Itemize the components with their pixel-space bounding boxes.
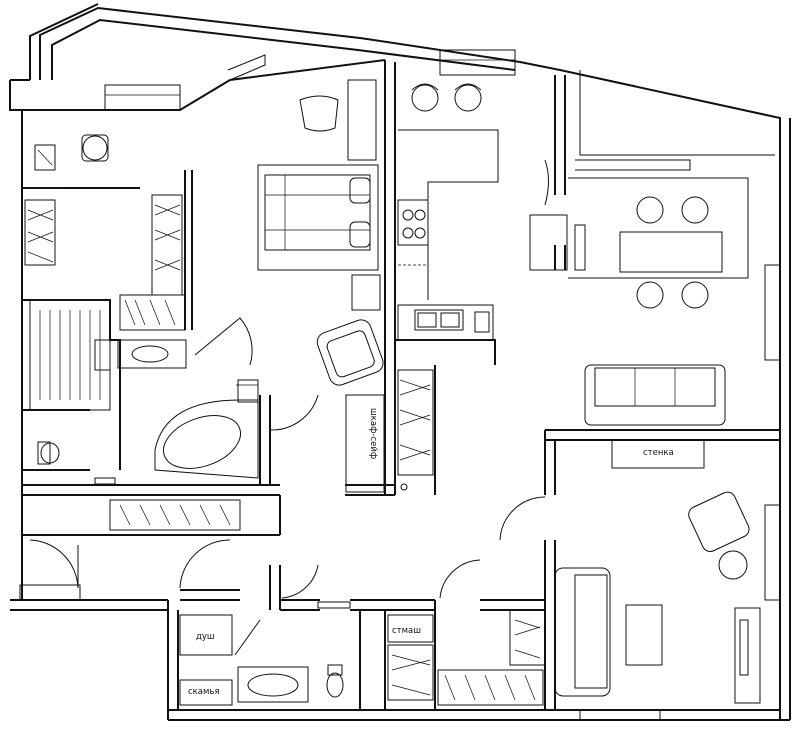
- safe-cabinet-label: шкаф-сейф: [368, 408, 378, 460]
- wall-unit-label: стенка: [643, 448, 674, 458]
- interior-walls: [22, 59, 780, 710]
- shower-label: душ: [196, 632, 215, 642]
- washing-machine-label: стмаш: [392, 626, 422, 636]
- bedroom: [257, 79, 385, 493]
- lower-bathroom: [179, 614, 434, 706]
- dining-living: [529, 70, 775, 704]
- study-room: [34, 134, 140, 189]
- windows: [19, 49, 781, 721]
- wardrobes: [24, 194, 546, 706]
- sauna-bathroom: [29, 299, 259, 485]
- bench-label: скамья: [188, 687, 220, 697]
- outer-walls: [9, 3, 791, 721]
- kitchen: [397, 83, 499, 491]
- doors: [29, 317, 546, 609]
